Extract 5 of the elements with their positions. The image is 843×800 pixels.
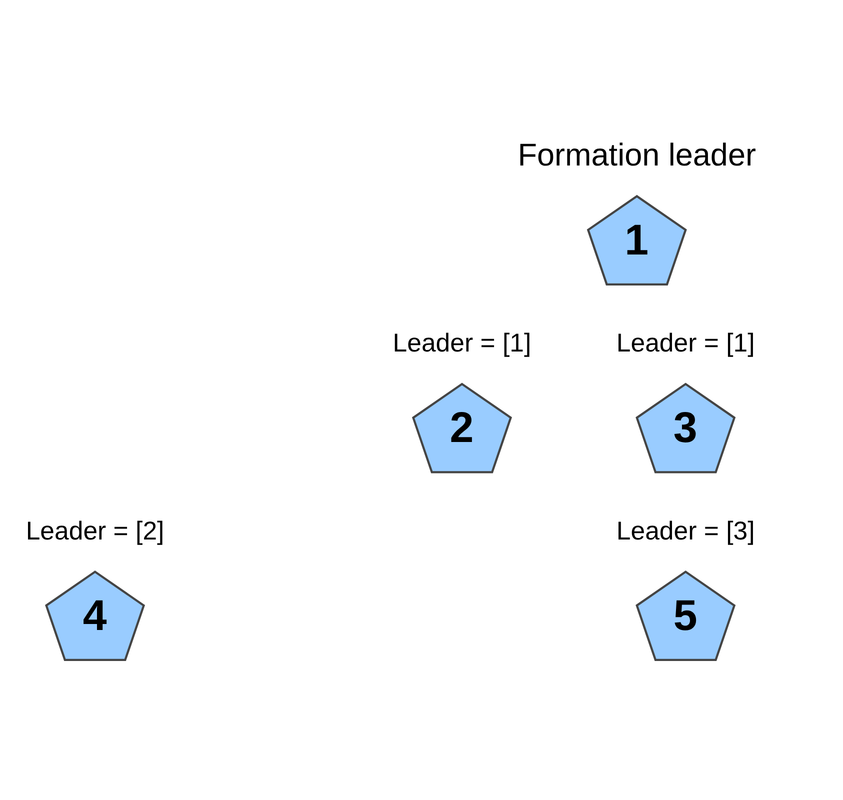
node-label: Leader = [2] [26,516,164,545]
node-label: Formation leader [518,136,756,172]
node-label: Leader = [1] [392,329,532,358]
node-label: Leader = [3] [616,516,755,545]
node-label: Leader = [1] [616,329,755,358]
